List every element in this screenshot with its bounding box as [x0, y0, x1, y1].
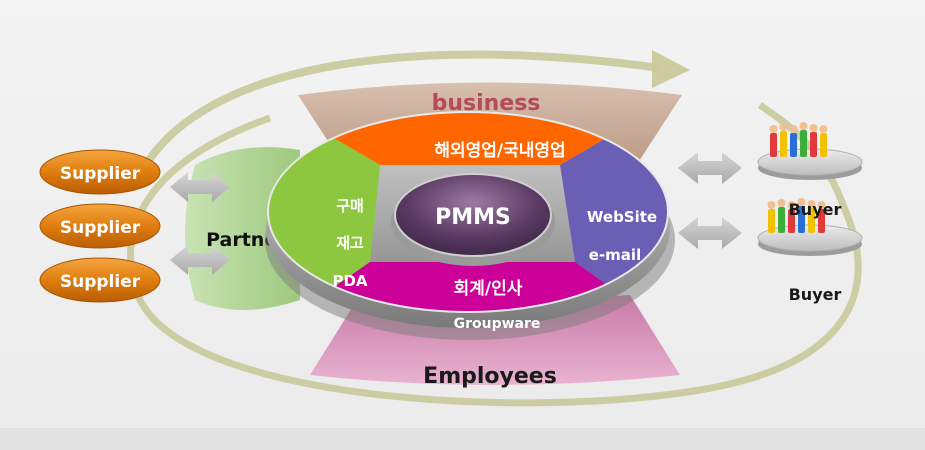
arrow-right-upper-icon	[678, 152, 742, 184]
buyer-1-label: Buyer	[789, 200, 842, 219]
segment-right-line-2: e-mail	[589, 246, 641, 264]
arrow-right-lower-icon	[678, 217, 742, 249]
buyer-people-2-icon	[767, 198, 826, 233]
employees-label: Employees	[423, 364, 557, 389]
groupware-label: Groupware	[454, 316, 541, 332]
segment-right-line-1: WebSite	[587, 208, 657, 226]
supplier-3-label: Supplier	[60, 272, 141, 292]
disc-edge	[267, 111, 669, 313]
segment-bottom-label: 회계/인사	[454, 279, 523, 299]
center-label: PMMS	[435, 205, 511, 230]
orbit-top-arc	[136, 50, 661, 177]
supplier-1-label: Supplier	[60, 164, 141, 184]
arrow-left-upper-icon	[170, 172, 230, 202]
arrow-left-lower-icon	[170, 245, 230, 275]
segment-left-line-3: PDA	[332, 272, 367, 290]
buyer-people-1-icon	[769, 122, 828, 157]
supplier-3: Supplier	[39, 257, 161, 303]
orbit-arrowhead-icon	[652, 50, 690, 88]
segment-left	[268, 112, 380, 312]
segment-left-line-1: 구매	[336, 197, 364, 215]
floor-band	[0, 428, 925, 450]
buyer-2-label: Buyer	[789, 285, 842, 304]
buyer-group-2	[757, 198, 863, 256]
supplier-2: Supplier	[39, 203, 161, 249]
segment-top-label: 해외영업/국내영업	[434, 141, 565, 161]
buyer-group-1	[757, 122, 863, 180]
segment-left-line-2: 재고	[336, 234, 364, 252]
supplier-2-label: Supplier	[60, 218, 141, 238]
center-hub	[394, 173, 552, 257]
supplier-1: Supplier	[39, 149, 161, 195]
